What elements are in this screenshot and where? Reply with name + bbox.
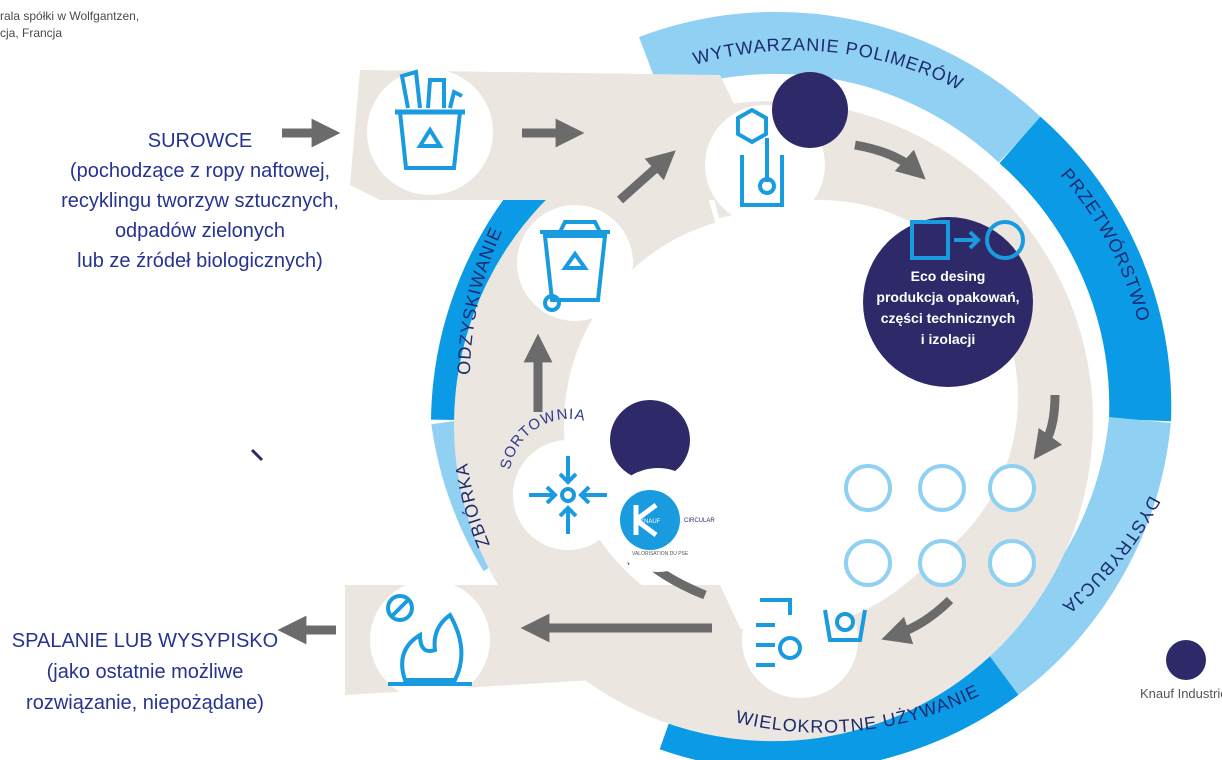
arrow-products-to-reuse [881,596,954,645]
corner-note-line1: rala spółki w Wolfgantzen, [0,9,140,23]
sorting-node [513,400,690,550]
fire-landfill-icon [386,594,472,686]
eco-design-node [863,217,1033,387]
factory-icon [988,539,1036,587]
polymer-node [705,72,848,225]
small-pointer-mark [250,448,264,462]
shape-transform-icon [910,220,1025,260]
incineration-node [370,580,490,700]
plug-icon [844,539,892,587]
eco-design-line-3: części technicznych [880,310,1016,326]
wheelie-bin-icon [540,220,610,312]
legend: Knauf Industries [1140,640,1222,701]
reuse-node [742,582,867,698]
raw-materials-line-4: lub ze źródeł biologicznych) [77,250,323,272]
landfill-title: SPALANIE LUB WYSYPISKO [11,630,279,652]
panel-icon [988,464,1036,512]
arrow-cart-to-lab [617,150,676,204]
knauf-marker-polymer [772,72,848,148]
corner-note-line2: cja, Francja [0,26,63,40]
raw-materials-line-2: recyklingu tworzyw sztucznych, [61,190,339,212]
arrow-lab-to-eco [854,140,926,180]
raw-materials-block: SUROWCE (pochodzące z ropy naftowej, rec… [30,126,370,276]
knauf-circular-node: KNAUF CIRCULAR VALORISATION DU PSE [606,468,715,572]
products-grid [844,464,1036,587]
knauf-circular-tagline: VALORISATION DU PSE [632,551,689,557]
knauf-marker-sort [610,400,690,480]
flow-arrows [277,118,1063,645]
legend-marker [1166,640,1206,680]
sorting-arrows-icon [529,456,607,534]
recycle-cart-node [517,205,633,321]
eco-design-text: Eco desing produkcja opakowań, części te… [858,266,1038,350]
eco-design-line-1: Eco desing [910,268,986,284]
reuse-gear-person-icon [756,598,867,667]
landfill-block: SPALANIE LUB WYSYPISKO (jako ostatnie mo… [0,626,290,719]
raw-materials-line-1: (pochodzące z ropy naftowej, [69,160,331,182]
landfill-line-2: rozwiązanie, niepożądane) [26,692,264,714]
car-icon [918,464,966,512]
raw-materials-title: SUROWCE [147,130,253,152]
knauf-circular-badge: CIRCULAR [684,518,715,524]
recycling-bin-icon [395,69,465,170]
arrow-eco-to-products [1033,394,1063,460]
recycling-bin-node [367,69,493,195]
knauf-circular-brand: KNAUF [640,519,661,525]
landfill-line-1: (jako ostatnie możliwe [46,661,244,683]
legend-label: Knauf Industries [1140,686,1222,701]
raw-materials-line-3: odpadów zielonych [114,220,286,242]
tray-icon [844,464,892,512]
corner-note: rala spółki w Wolfgantzen, cja, Francja [0,8,139,42]
fan-icon [918,539,966,587]
chemistry-flask-icon [736,107,784,207]
eco-design-line-4: i izolacji [920,331,976,347]
eco-design-line-2: produkcja opakowań, [876,289,1020,305]
